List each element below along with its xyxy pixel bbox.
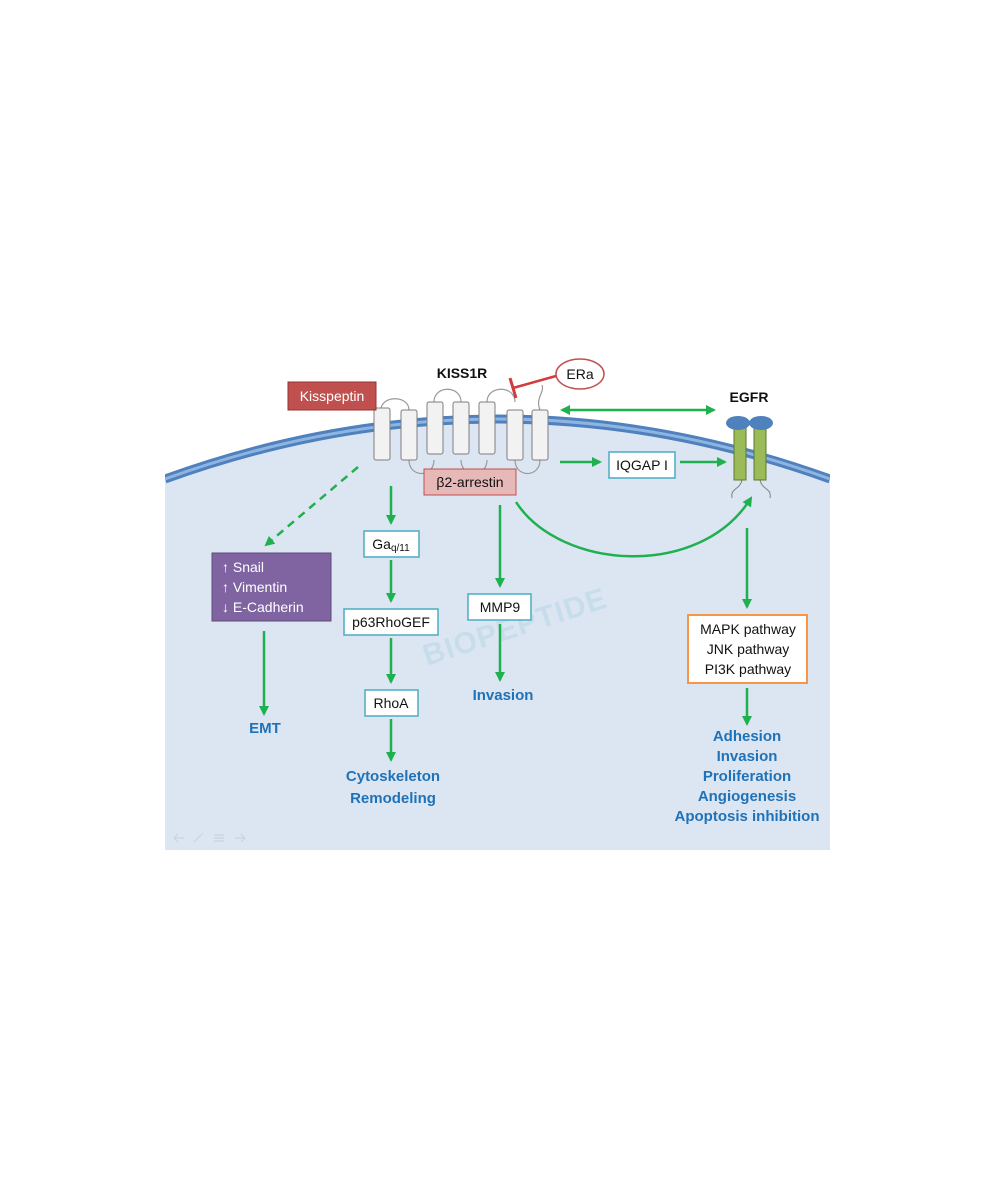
beta2-arrestin-label: β2-arrestin bbox=[436, 474, 503, 490]
mmp9-box bbox=[467, 593, 532, 621]
emt-marker-snail: ↑ Snail bbox=[222, 559, 264, 575]
rhoa-box bbox=[364, 689, 419, 717]
arrow-arrestin-egfr-curve bbox=[514, 496, 753, 558]
outcome-remodeling: Remodeling bbox=[350, 790, 436, 807]
emt-marker-ecadherin: ↓ E-Cadherin bbox=[222, 599, 304, 615]
p63rhogef-box bbox=[343, 608, 439, 636]
arrow-kiss1r-emt-dashed bbox=[264, 466, 359, 547]
outcome-emt: EMT bbox=[249, 720, 281, 737]
emt-marker-vimentin: ↑ Vimentin bbox=[222, 579, 287, 595]
era-label: ERa bbox=[566, 366, 593, 382]
kisspeptin-box bbox=[287, 381, 377, 411]
outcome-angiogenesis: Angiogenesis bbox=[698, 788, 796, 805]
era-inhibition-bar bbox=[508, 377, 518, 399]
outcome-apoptosis-inhibition: Apoptosis inhibition bbox=[675, 808, 820, 825]
slide-toolbar bbox=[173, 832, 246, 843]
pathway-jnk: JNK pathway bbox=[707, 641, 789, 657]
kisspeptin-label: Kisspeptin bbox=[300, 388, 365, 404]
outcome-mmp9-invasion: Invasion bbox=[473, 687, 534, 704]
beta2-arrestin-box bbox=[423, 468, 517, 496]
kiss1r-label: KISS1R bbox=[437, 365, 488, 381]
forward-arrow-icon bbox=[235, 833, 246, 843]
era-inhibition-line bbox=[512, 374, 557, 390]
era-node bbox=[555, 358, 605, 390]
galpha-sub: q/11 bbox=[391, 543, 410, 554]
outcome-proliferation: Proliferation bbox=[703, 768, 791, 785]
back-arrow-icon bbox=[173, 833, 184, 843]
emt-markers-box bbox=[211, 552, 332, 622]
outcome-cytoskeleton: Cytoskeleton bbox=[346, 768, 440, 785]
rhoa-label: RhoA bbox=[373, 695, 409, 711]
egfr-receptor bbox=[726, 416, 773, 499]
p63rhogef-label: p63RhoGEF bbox=[352, 614, 430, 630]
pathways-box bbox=[687, 614, 808, 684]
menu-icon bbox=[214, 834, 224, 842]
pathway-pi3k: PI3K pathway bbox=[705, 661, 791, 677]
galpha-box bbox=[363, 530, 420, 558]
mmp9-label: MMP9 bbox=[480, 599, 521, 615]
iqgap1-label: IQGAP I bbox=[616, 457, 668, 473]
pen-icon bbox=[193, 832, 204, 843]
egfr-label: EGFR bbox=[730, 389, 769, 405]
iqgap1-box bbox=[608, 451, 676, 479]
outcome-adhesion: Adhesion bbox=[713, 728, 781, 745]
outcome-invasion: Invasion bbox=[717, 748, 778, 765]
cytoplasm bbox=[165, 420, 830, 850]
pathway-mapk: MAPK pathway bbox=[700, 621, 796, 637]
arrows bbox=[259, 405, 753, 762]
galpha-label: Gaq/11 bbox=[372, 536, 410, 554]
kiss1r-helices bbox=[373, 401, 549, 461]
galpha-main: Ga bbox=[372, 536, 391, 552]
